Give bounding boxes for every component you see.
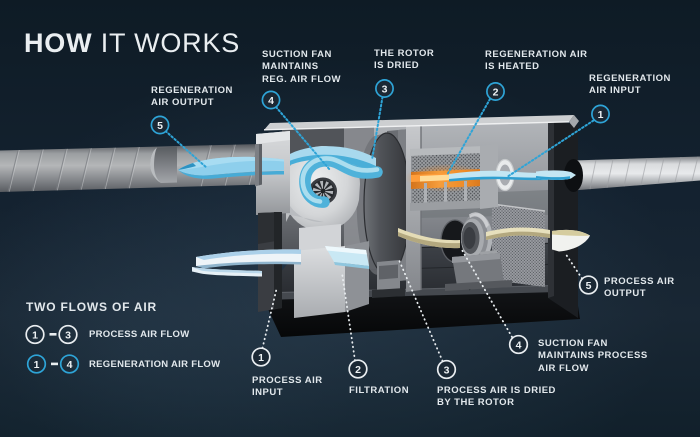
svg-text:1: 1 <box>258 352 264 364</box>
svg-text:4: 4 <box>268 95 274 107</box>
svg-text:1: 1 <box>598 109 604 121</box>
svg-text:2: 2 <box>355 364 361 376</box>
svg-text:1: 1 <box>34 359 40 371</box>
svg-text:5: 5 <box>586 280 592 292</box>
svg-text:3: 3 <box>65 330 71 342</box>
svg-text:5: 5 <box>157 120 163 132</box>
svg-text:4: 4 <box>516 340 522 352</box>
svg-text:2: 2 <box>493 87 499 99</box>
svg-text:3: 3 <box>444 365 450 377</box>
svg-text:4: 4 <box>67 359 73 371</box>
svg-text:3: 3 <box>382 84 388 96</box>
svg-text:1: 1 <box>32 330 38 342</box>
